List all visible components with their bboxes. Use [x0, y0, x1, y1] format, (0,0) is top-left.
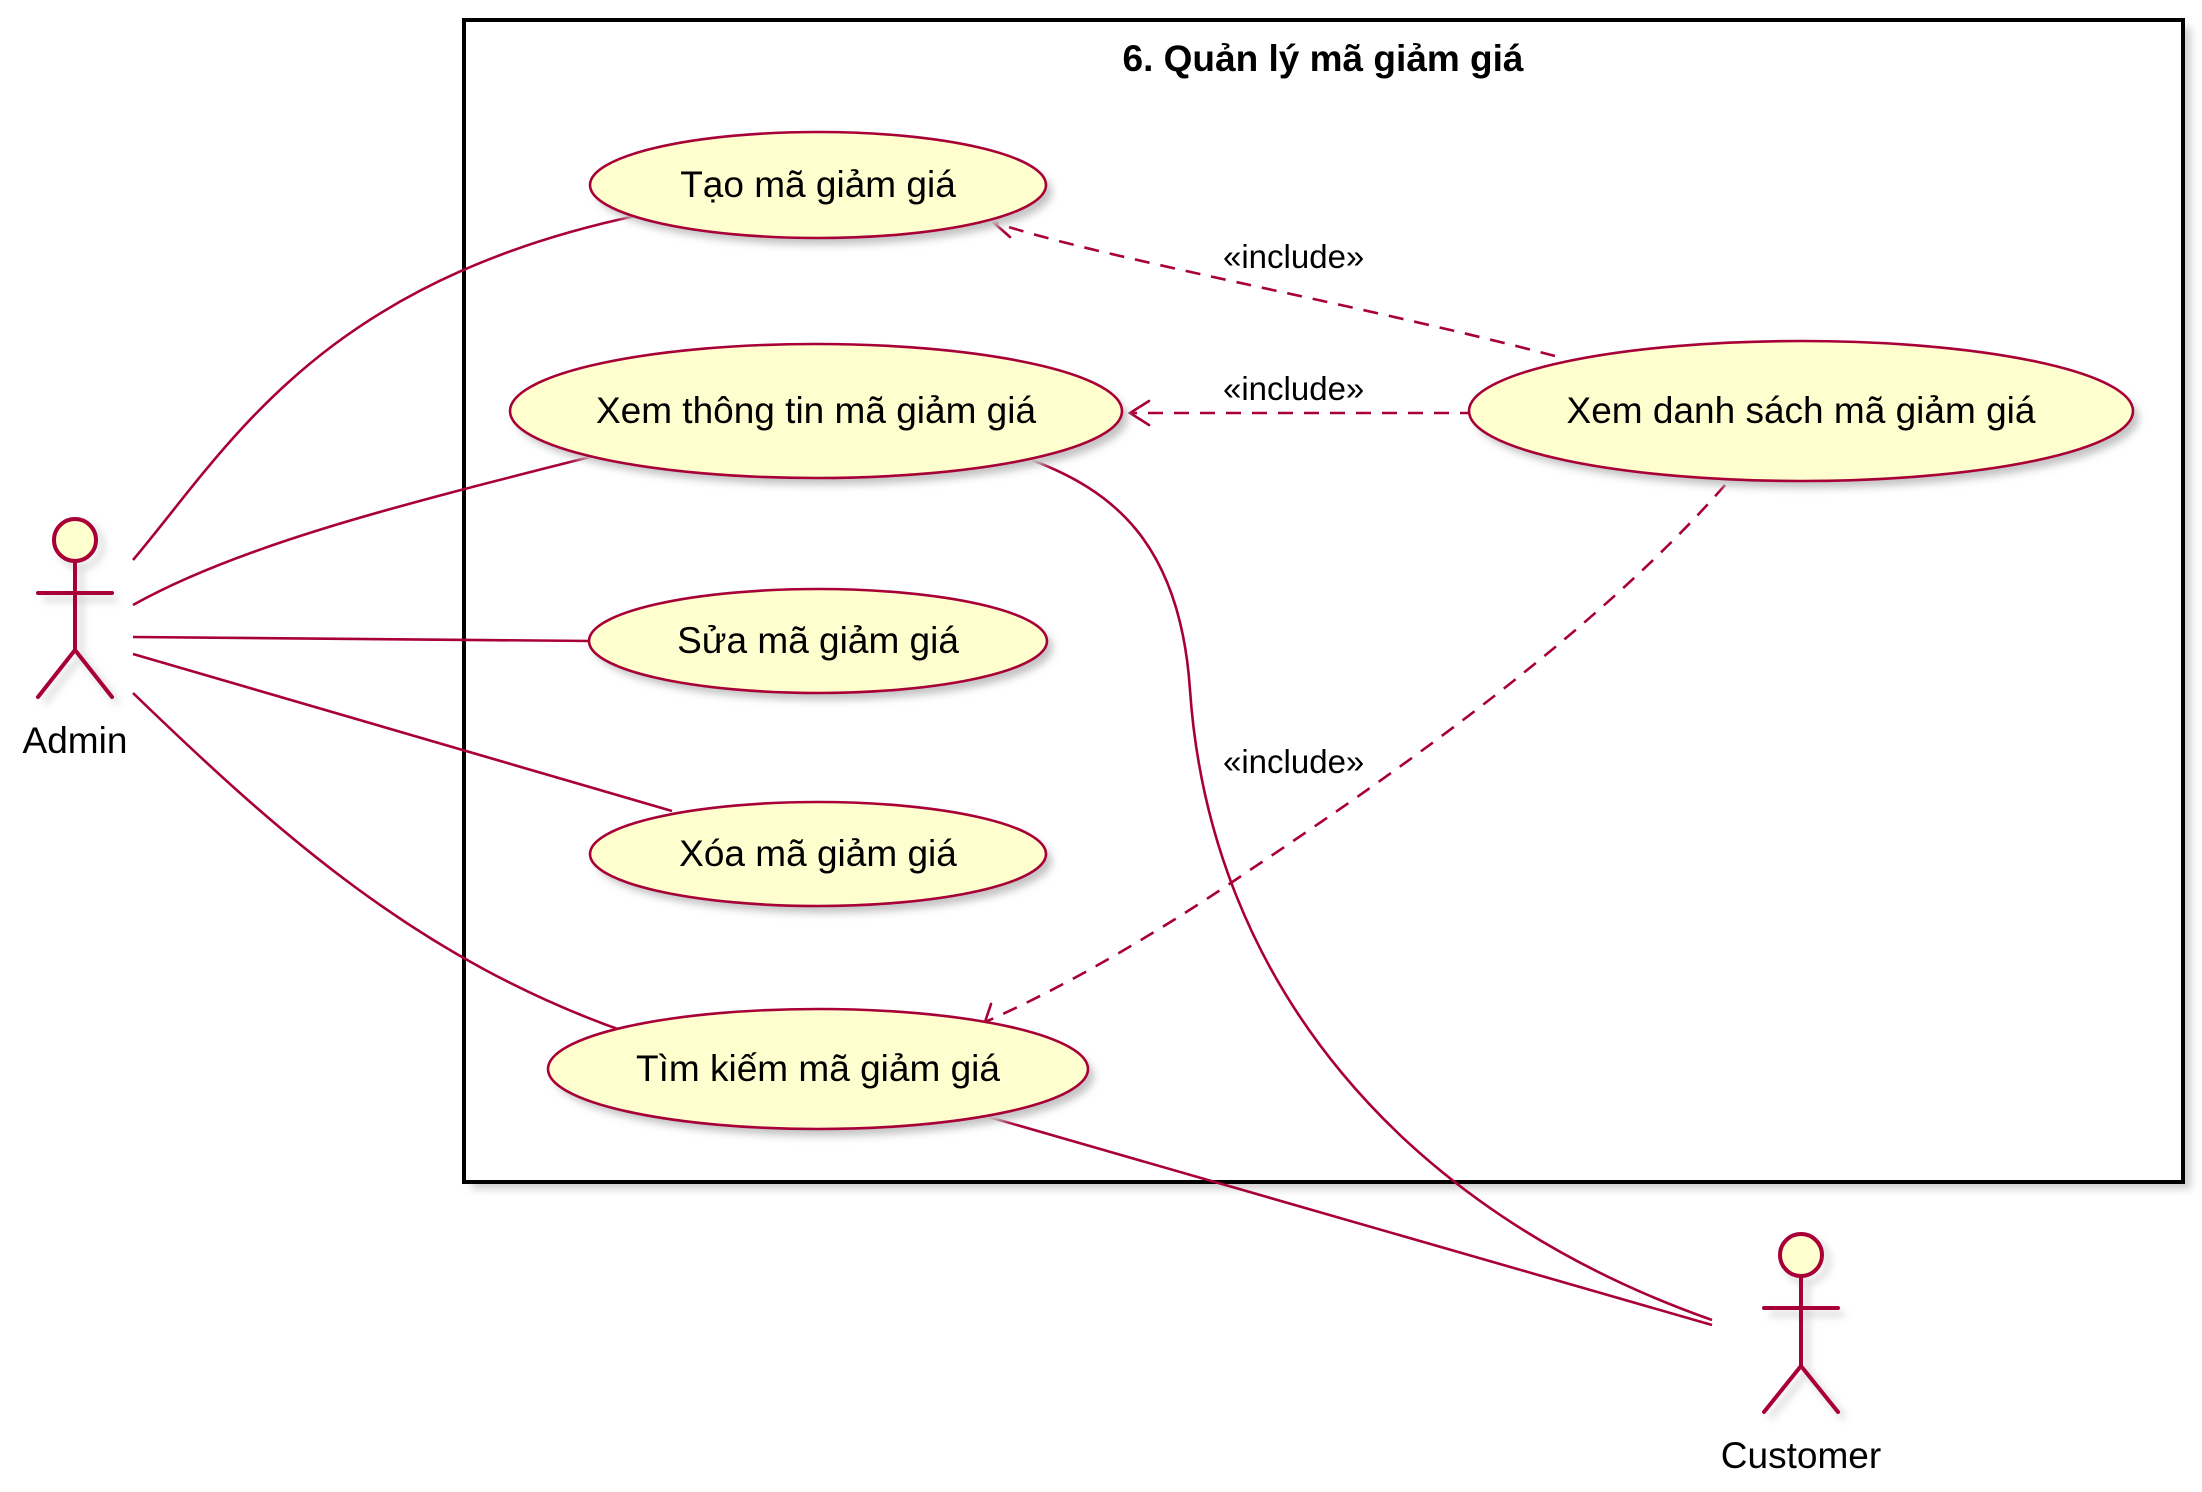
include-create-line	[992, 220, 1556, 358]
use-case-create[interactable]: Tạo mã giảm giá	[588, 130, 1052, 245]
use-case-view-list-label: Xem danh sách mã giảm giá	[1567, 390, 2036, 431]
use-case-edit[interactable]: Sửa mã giảm giá	[587, 587, 1053, 700]
stick-figure-icon	[36, 517, 114, 699]
use-case-edit-label: Sửa mã giảm giá	[677, 620, 959, 661]
association-admin-edit	[132, 635, 594, 643]
include-relations: «include» «include» «include»	[983, 210, 1726, 1029]
use-case-view-list[interactable]: Xem danh sách mã giảm giá	[1467, 339, 2139, 488]
use-case-delete[interactable]: Xóa mã giảm giá	[588, 800, 1052, 913]
use-case-search[interactable]: Tìm kiếm mã giảm giá	[546, 1007, 1094, 1136]
system-title: 6. Quản lý mã giảm giá	[1123, 38, 1524, 79]
include-view-detail-label: «include»	[1223, 370, 1364, 407]
actor-customer[interactable]: Customer	[1721, 1232, 1881, 1476]
association-admin-delete	[132, 652, 673, 813]
use-case-search-label: Tìm kiếm mã giảm giá	[636, 1048, 1000, 1089]
association-customer-search	[988, 1115, 1713, 1327]
association-admin-view-detail	[132, 455, 591, 607]
actor-customer-name: Customer	[1721, 1435, 1881, 1476]
include-search-label: «include»	[1223, 743, 1364, 780]
include-create-label: «include»	[1223, 238, 1364, 275]
customer-associations	[988, 458, 1713, 1327]
actor-admin-name: Admin	[23, 720, 128, 761]
use-case-delete-label: Xóa mã giảm giá	[679, 833, 957, 874]
association-customer-view-detail	[1031, 458, 1713, 1322]
use-case-view-detail[interactable]: Xem thông tin mã giảm giá	[508, 342, 1128, 485]
association-admin-search	[132, 692, 627, 1034]
admin-associations	[132, 213, 673, 1034]
use-case-view-detail-label: Xem thông tin mã giảm giá	[596, 390, 1037, 431]
use-case-create-label: Tạo mã giảm giá	[680, 164, 956, 205]
actor-admin[interactable]: Admin	[23, 517, 128, 761]
include-view-detail-arrowhead	[1127, 399, 1151, 427]
stick-figure-icon	[1762, 1232, 1840, 1414]
association-admin-create	[132, 213, 641, 561]
